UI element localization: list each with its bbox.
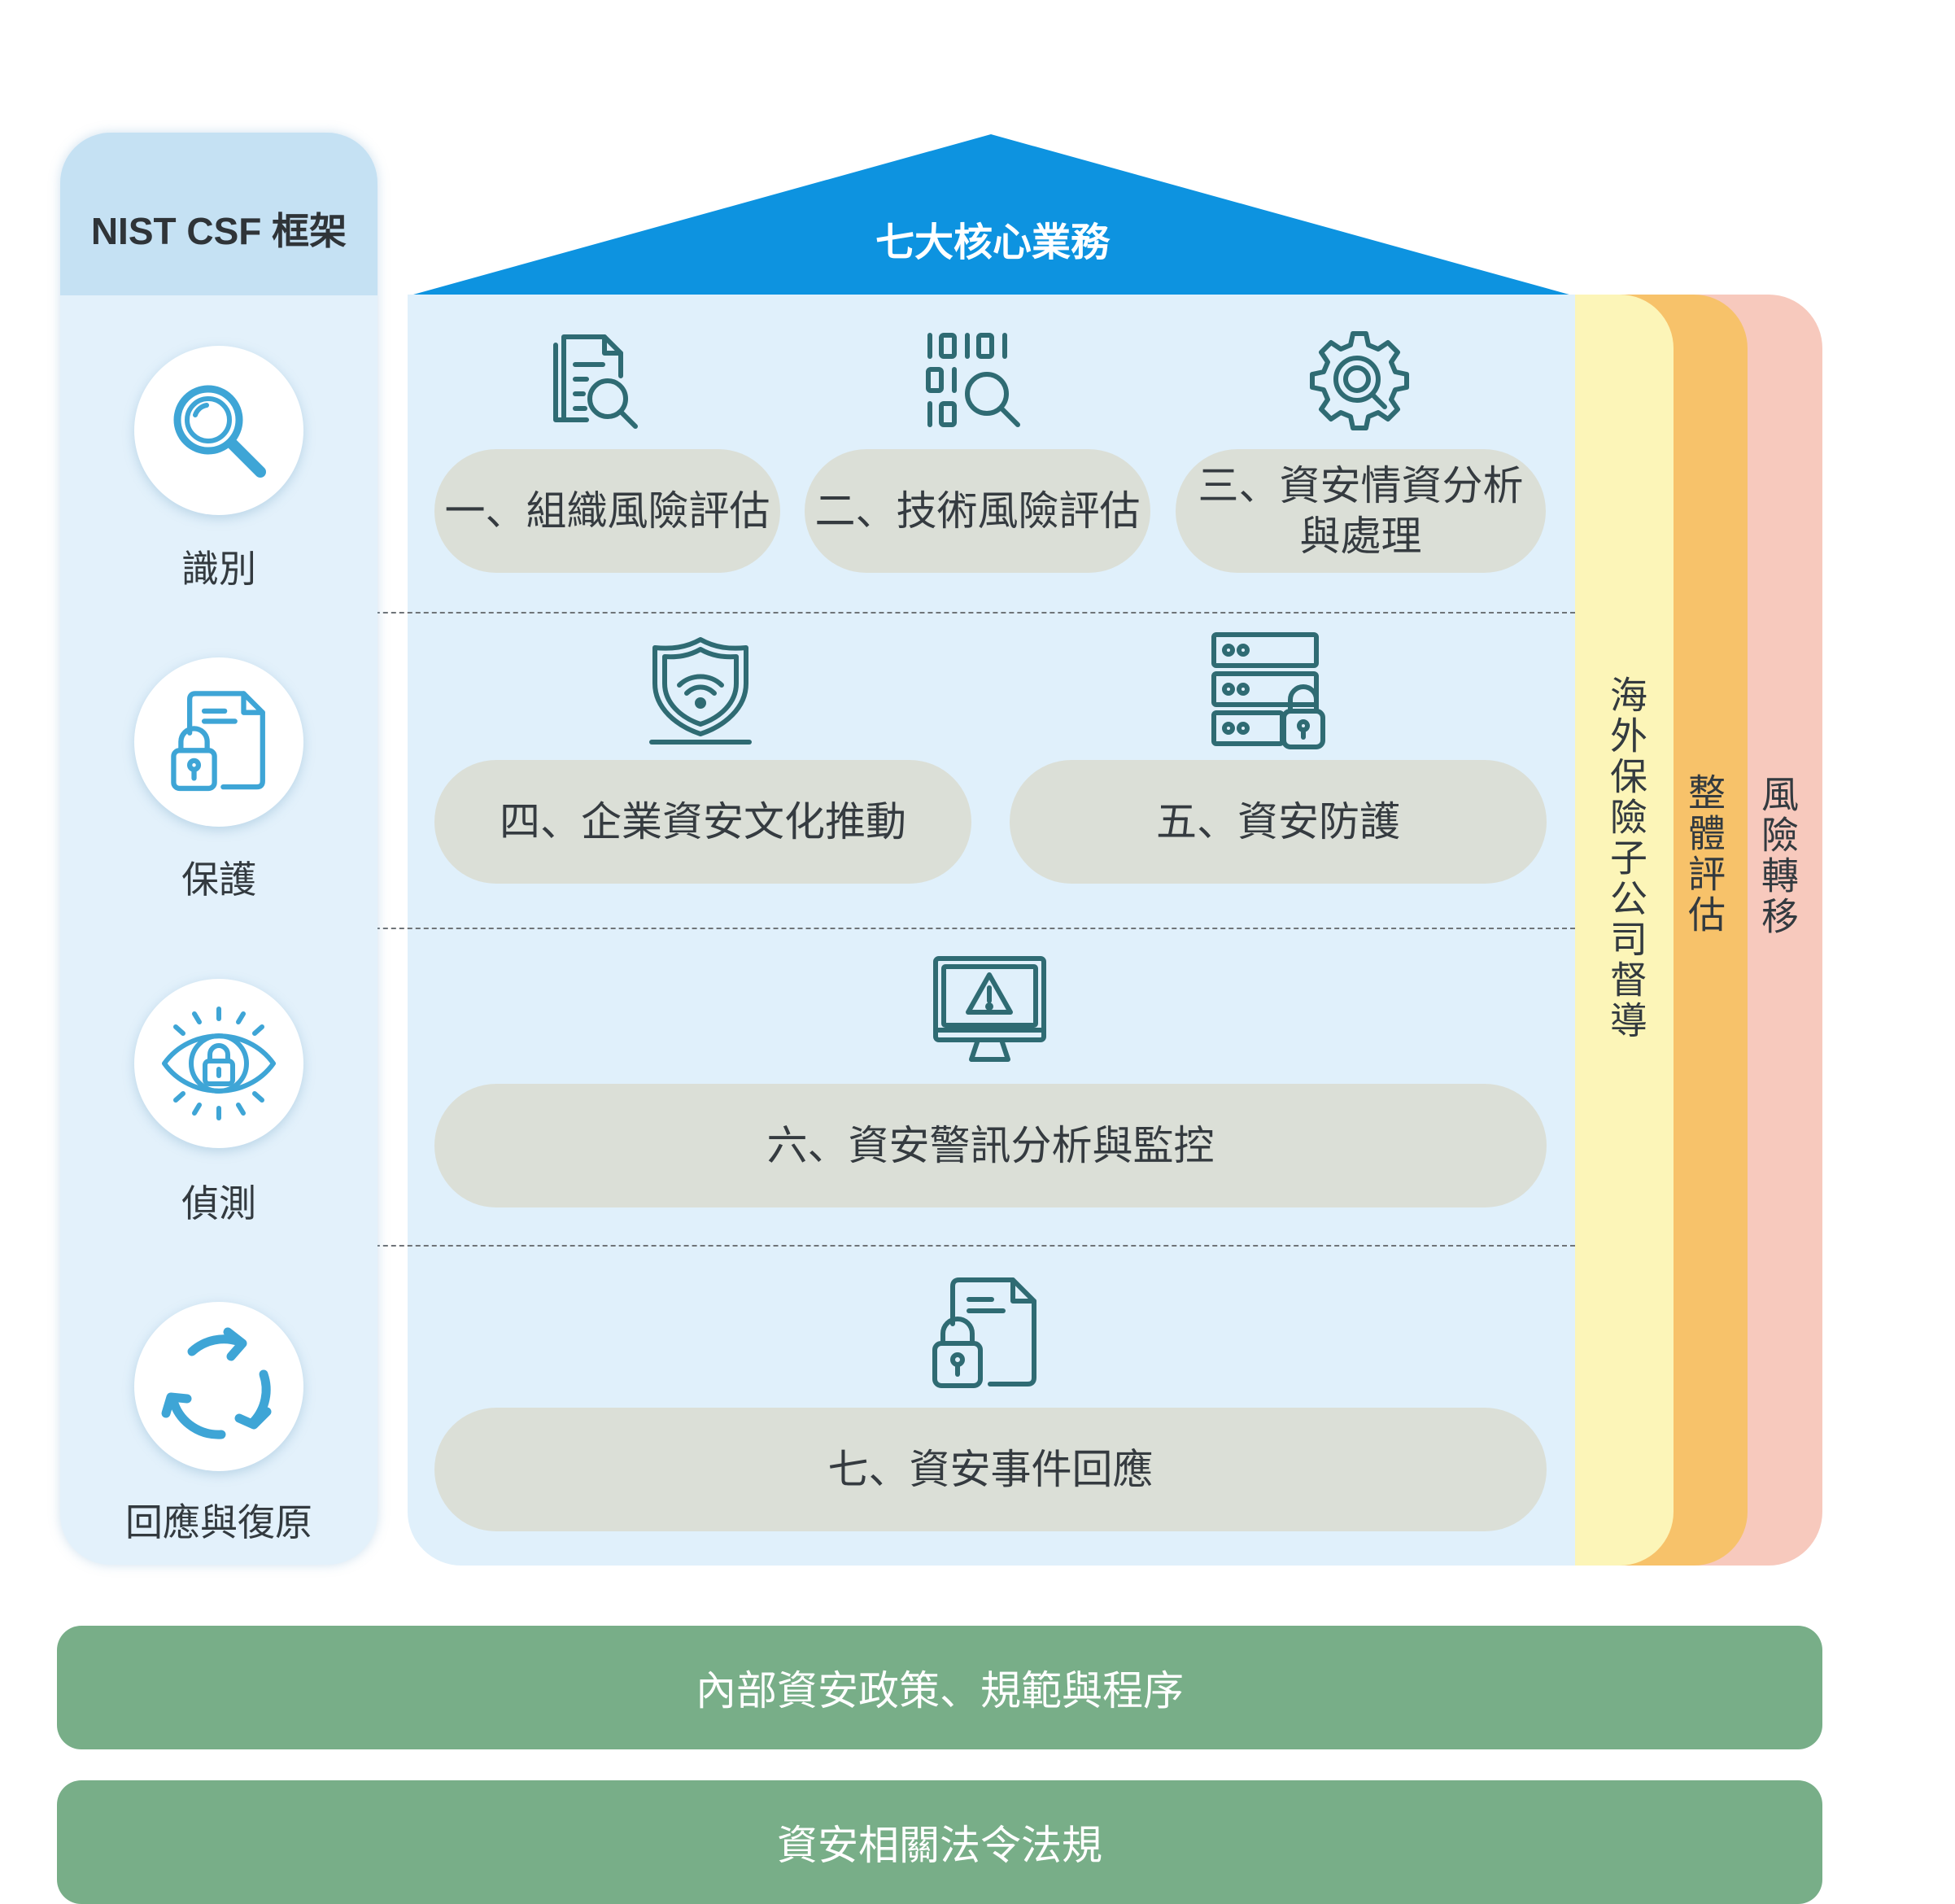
internal-policy-bar: 內部資安政策、規範與程序 xyxy=(57,1626,1822,1749)
magnifier-icon xyxy=(173,385,266,478)
nist-csf-header: NIST CSF 框架 xyxy=(60,133,377,295)
service-label-3-line1: 三、資安情資分析 xyxy=(1198,462,1524,509)
protect-badge xyxy=(134,657,303,827)
gear-search-icon xyxy=(1310,331,1409,430)
document-search-icon xyxy=(553,334,638,429)
wifi-shield-icon xyxy=(649,637,752,745)
overseas-supervision-label: 海外保險子公司督導 xyxy=(1604,675,1648,1042)
detect-label: 偵測 xyxy=(181,1181,256,1225)
house-title: 七大核心業務 xyxy=(875,221,1110,264)
binary-search-icon xyxy=(926,333,1020,427)
row-divider xyxy=(90,612,1575,614)
locked-document-icon xyxy=(171,691,265,792)
identify-badge xyxy=(134,346,303,515)
house-roof xyxy=(408,134,1575,296)
service-pill-2: 二、技術風險評估 xyxy=(805,449,1150,573)
risk-transfer-label: 風險轉移 xyxy=(1756,775,1800,937)
service-pill-5: 五、資安防護 xyxy=(1010,760,1547,884)
service-label-2: 二、技術風險評估 xyxy=(814,487,1141,535)
detect-badge xyxy=(134,979,303,1148)
protect-label: 保護 xyxy=(181,858,256,902)
regulations-bar: 資安相關法令法規 xyxy=(57,1780,1822,1904)
respond-recover-label: 回應與復原 xyxy=(125,1500,312,1544)
respond-recover-badge xyxy=(134,1302,303,1471)
nist-csf-column: NIST CSF 框架 識別 保護 xyxy=(60,133,377,1565)
house-body: 一、組織風險評估 二、技術風險評估 三、資安情資分析 與處理 xyxy=(90,295,1575,1566)
service-pill-6: 六、資安警訊分析與監控 xyxy=(434,1084,1547,1207)
service-label-3-line2: 與處理 xyxy=(1299,513,1422,560)
service-label-1: 一、組織風險評估 xyxy=(444,487,770,535)
service-label-7: 七、資安事件回應 xyxy=(827,1446,1154,1493)
monitor-alert-icon xyxy=(933,956,1046,1062)
row-divider xyxy=(90,928,1575,929)
eye-lock-icon xyxy=(162,1007,276,1120)
recycle-arrows-icon xyxy=(161,1327,272,1439)
service-label-4: 四、企業資安文化推動 xyxy=(500,798,906,845)
service-pill-3: 三、資安情資分析 與處理 xyxy=(1176,449,1546,573)
overall-assessment-label: 整體評估 xyxy=(1682,773,1726,936)
server-lock-icon xyxy=(1211,632,1325,749)
service-pill-7: 七、資安事件回應 xyxy=(434,1408,1547,1531)
service-label-6: 六、資安警訊分析與監控 xyxy=(766,1122,1215,1169)
locked-file-icon xyxy=(932,1277,1036,1388)
service-label-5: 五、資安防護 xyxy=(1156,798,1400,845)
identify-label: 識別 xyxy=(181,547,256,591)
row-divider xyxy=(90,1245,1575,1247)
service-pill-1: 一、組織風險評估 xyxy=(434,449,780,573)
service-pill-4: 四、企業資安文化推動 xyxy=(434,760,971,884)
